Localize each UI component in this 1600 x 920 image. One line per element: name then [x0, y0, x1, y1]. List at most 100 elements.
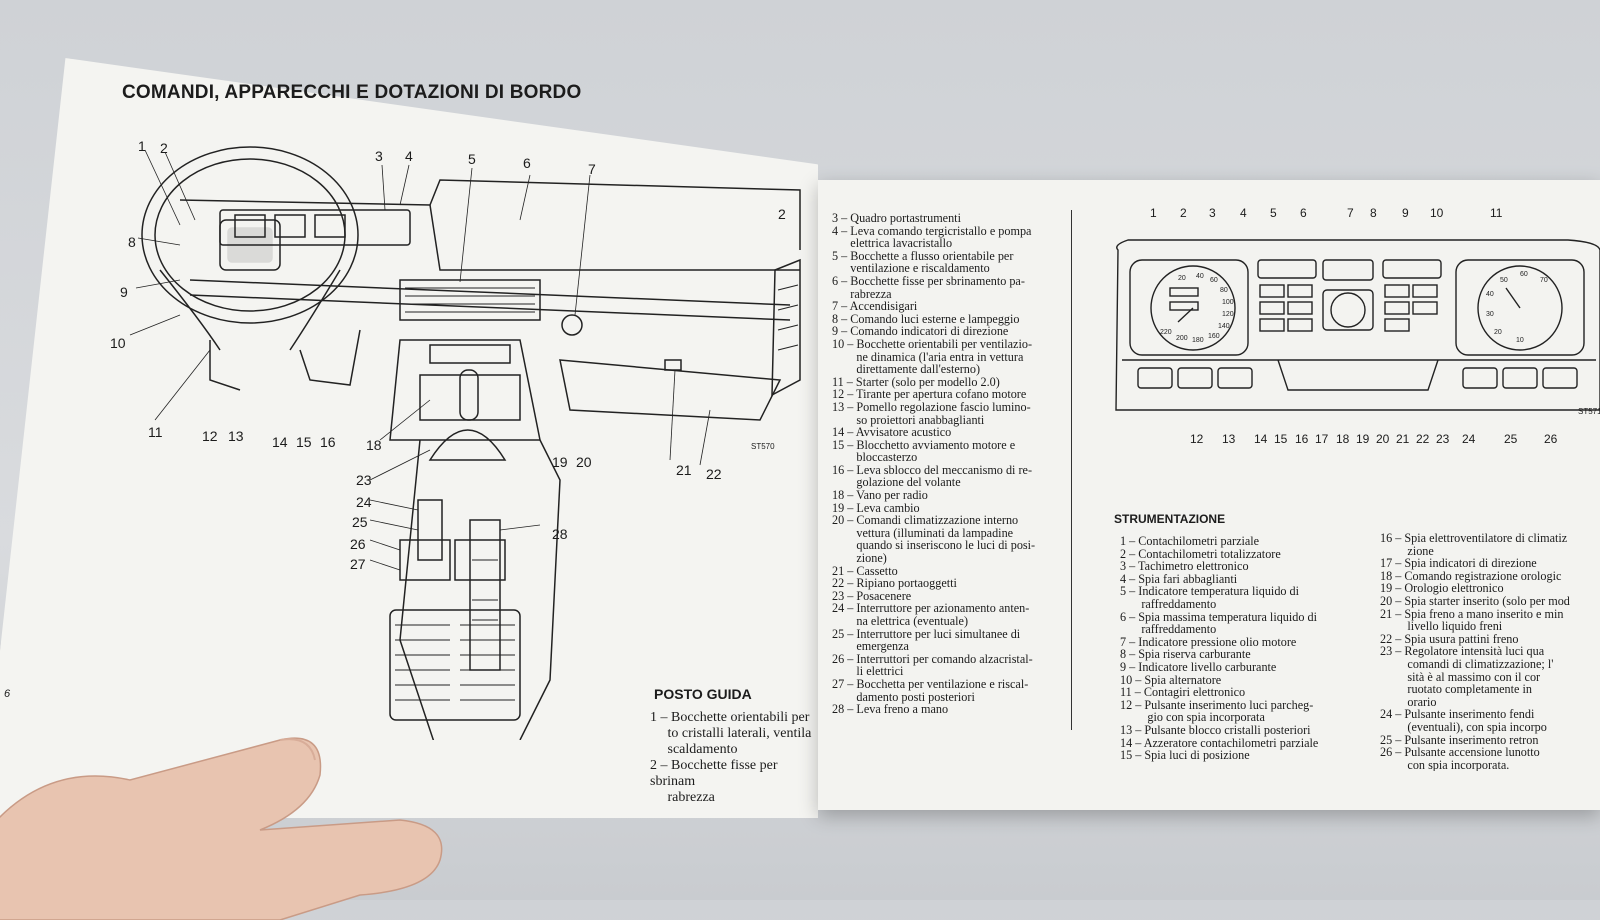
callout: 8 — [1370, 206, 1377, 220]
list-item: 9 – Comando indicatori di direzione — [832, 324, 1009, 339]
callout: 8 — [128, 234, 136, 250]
callout: 5 — [1270, 206, 1277, 220]
callout: 2 — [778, 206, 786, 222]
list-item: 5 – Indicatore temperatura liquido di — [1120, 584, 1300, 599]
gauge-mark: 140 — [1218, 323, 1230, 330]
page-title: COMANDI, APPARECCHI E DOTAZIONI DI BORDO — [122, 82, 582, 103]
list-item: 4 – Spia fari abbaglianti — [1120, 571, 1238, 586]
callout: 6 — [523, 155, 531, 171]
list-item: 23 – Regolatore intensità luci qua — [1380, 644, 1545, 659]
list-item: 9 – Indicatore livello carburante — [1120, 659, 1277, 674]
callout: 20 — [1376, 432, 1390, 446]
list-item: con spia incorporata. — [1380, 757, 1510, 772]
list-item: 7 – Accendisigari — [832, 299, 918, 314]
posto-guida-list: 1 – Bocchette orientabili per to cristal… — [650, 710, 815, 806]
list-item: zione — [1380, 543, 1434, 558]
callout: 26 — [1544, 432, 1558, 446]
callout: 3 — [1209, 206, 1216, 220]
center-vents — [399, 279, 541, 321]
gauge-mark: 20 — [1494, 329, 1502, 336]
list-item: 18 – Vano per radio — [832, 488, 928, 503]
list-item: damento posti posteriori — [832, 689, 975, 704]
list-item: 25 – Interruttore per luci simultanee di — [832, 626, 1021, 641]
list-item: na elettrica (eventuale) — [832, 614, 969, 628]
list-item: to cristalli laterali, ventila — [650, 726, 812, 741]
callout: 22 — [1416, 432, 1430, 446]
gauge-mark: 20 — [1178, 275, 1186, 282]
gauge-mark: 60 — [1520, 271, 1528, 278]
list-item: 4 – Leva comando tergicristallo e pompa — [832, 223, 1032, 238]
list-item: 20 – Spia starter inserito (solo per mod — [1380, 593, 1570, 608]
callout: 16 — [1295, 432, 1309, 446]
gauge-mark: 220 — [1160, 329, 1172, 336]
gauge-mark: 30 — [1486, 311, 1494, 318]
list-item: 15 – Spia luci di posizione — [1120, 748, 1250, 763]
list-item: 16 – Leva sblocco del meccanismo di re- — [832, 462, 1033, 477]
callout: 13 — [228, 428, 244, 444]
list-item: raffreddamento — [1120, 622, 1217, 637]
callout: 22 — [706, 466, 722, 482]
list-item: sità è al massimo con il cor — [1380, 669, 1541, 684]
list-item: so proiettori anabbaglianti — [832, 412, 985, 427]
callout: 1 — [1150, 206, 1157, 220]
list-item: 22 – Ripiano portaoggetti — [832, 576, 957, 591]
diagram-code: ST570 — [751, 442, 775, 451]
list-item: 10 – Spia alternatore — [1120, 672, 1222, 687]
callout: 2 — [1180, 206, 1187, 220]
list-item: 21 – Spia freno a mano inserito e min — [1380, 606, 1564, 621]
page-number: 6 — [4, 688, 11, 700]
callout: 9 — [1402, 206, 1409, 220]
callout: 26 — [350, 536, 366, 552]
callout: 21 — [676, 462, 692, 478]
list-item: 8 – Spia riserva carburante — [1120, 647, 1251, 662]
list-item: 19 – Leva cambio — [832, 500, 920, 515]
list-item: 27 – Bocchetta per ventilazione e riscal… — [832, 676, 1029, 691]
list-item: 11 – Contagiri elettronico — [1120, 685, 1246, 700]
list-item: rabrezza — [832, 286, 892, 301]
list-item: gio con spia incorporata — [1120, 710, 1265, 725]
callout: 5 — [468, 151, 476, 167]
callout: 14 — [1254, 432, 1268, 446]
callout: 18 — [1336, 432, 1350, 446]
strumentazione-title: STRUMENTAZIONE — [1114, 512, 1226, 526]
list-item: 26 – Interruttori per comando alzacrista… — [832, 651, 1033, 666]
list-item: golazione del volante — [832, 475, 961, 490]
list-item: 24 – Pulsante inserimento fendi — [1380, 707, 1535, 722]
gauge-mark: 200 — [1176, 335, 1188, 342]
list-item: 11 – Starter (solo per modello 2.0) — [832, 374, 1000, 389]
gauge-mark: 50 — [1500, 277, 1508, 284]
list-item: 1 – Bocchette orientabili per — [650, 710, 810, 725]
list-item: 13 – Pulsante blocco cristalli posterior… — [1120, 722, 1311, 737]
list-item: 23 – Posacenere — [832, 588, 912, 603]
list-item: 2 – Contachilometri totalizzatore — [1120, 546, 1281, 561]
list-item: 18 – Comando registrazione orologic — [1380, 568, 1562, 583]
list-item: 21 – Cassetto — [832, 563, 898, 578]
list-item: 25 – Pulsante inserimento retron — [1380, 732, 1539, 747]
callout: 15 — [1274, 432, 1288, 446]
callout: 28 — [552, 526, 568, 542]
list-item: li elettrici — [832, 664, 904, 679]
callout: 10 — [1430, 206, 1444, 220]
callout: 4 — [405, 148, 413, 164]
callout: 19 — [1356, 432, 1370, 446]
list-item: 20 – Comandi climatizzazione interno — [832, 513, 1019, 528]
hand-image — [0, 737, 443, 920]
list-item: quando si inseriscono le luci di posi- — [832, 538, 1036, 553]
list-item: elettrica lavacristallo — [832, 236, 953, 251]
list-item: 5 – Bocchette a flusso orientabile per — [832, 248, 1014, 263]
callout: 24 — [356, 494, 372, 510]
callout: 21 — [1396, 432, 1410, 446]
list-item: 1 – Contachilometri parziale — [1120, 534, 1260, 548]
list-item: bloccasterzo — [832, 450, 918, 465]
list-item: ruotato completamente in — [1380, 682, 1532, 697]
callout: 1 — [138, 138, 146, 154]
list-item: direttamente dall'esterno) — [832, 362, 981, 377]
gauge-mark: 40 — [1196, 273, 1204, 280]
callout: 2 — [160, 140, 168, 156]
list-item: livello liquido freni — [1380, 619, 1503, 634]
right-page — [818, 180, 1600, 810]
list-item: comandi di climatizzazione; l' — [1380, 656, 1554, 671]
list-item: 10 – Bocchette orientabili per ventilazi… — [832, 336, 1033, 351]
callout: 3 — [375, 148, 383, 164]
gauge-mark: 10 — [1516, 337, 1524, 344]
